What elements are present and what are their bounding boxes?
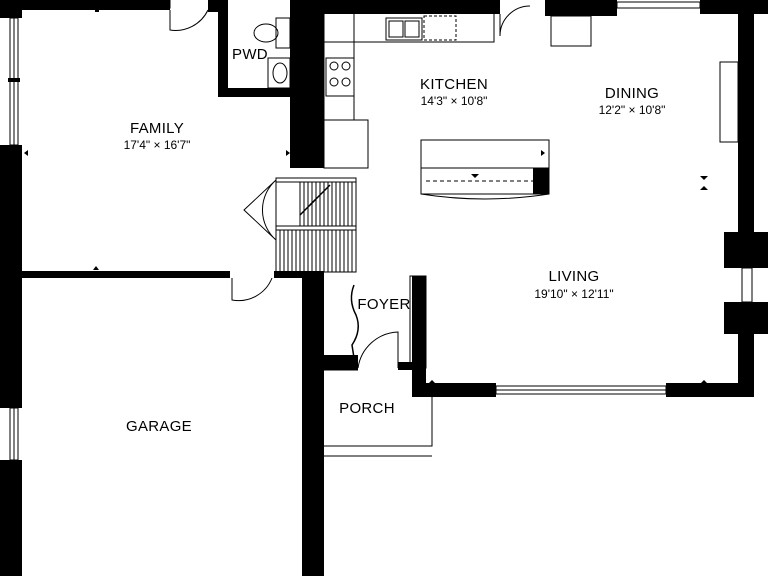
wall-foyer-stub [322,355,358,370]
dining-buffet [719,61,739,143]
pwd-toilet-tank [275,17,291,49]
range [325,57,355,97]
dimension-ticks [24,150,742,384]
stairs [275,177,357,273]
wall-central [290,0,324,168]
wall-right-bump-2 [724,302,768,334]
door-stair-closet [243,179,277,241]
wall-pwd-left [218,0,228,97]
wall-left-bottom [0,460,22,576]
wall-top-right [545,0,617,16]
door-kitchen-top [499,5,531,37]
wall-foyer-right [412,276,426,396]
wall-central-top [290,0,500,14]
kitchen-island [420,139,550,195]
door-family-top [169,9,209,31]
wall-left-mid [0,145,22,408]
fridge [323,119,369,169]
porch-outline [324,369,433,457]
pwd-toilet [253,23,279,43]
dishwasher [423,15,457,41]
windows [8,0,753,461]
wall-right-top [738,0,754,236]
wall-top-right-2 [700,0,768,14]
wall-pwd-bottom [218,88,298,97]
door-front [357,331,399,369]
wall-top-family [0,0,170,10]
dining-dimensions: 12'2" × 10'8" [599,103,666,117]
wall-bottom-living-right [666,383,754,397]
wall-family-garage-2 [274,271,324,278]
kitchen-sink [385,17,423,41]
wall-bottom-living-left [412,383,496,397]
dining-cabinet [550,15,592,47]
foyer-label: FOYER [357,296,410,313]
wall-right-low [738,330,754,396]
living-label: LIVING [549,268,600,285]
doors [169,5,531,369]
wall-family-garage [22,271,230,278]
kitchen-label: KITCHEN [420,76,488,93]
wall-foyer-stub-2 [398,362,418,370]
foyer-cabinet [409,275,427,369]
family-label: FAMILY [130,120,184,137]
living-dimensions: 19'10" × 12'11" [534,287,613,301]
wall-garage-right [302,271,324,576]
pwd-sink [267,57,291,89]
fixtures [253,14,739,457]
garage-label: GARAGE [126,418,192,435]
door-family-garage [231,277,273,302]
dining-label: DINING [605,85,659,102]
family-dimensions: 17'4" × 16'7" [124,138,191,152]
wall-right-bump [724,232,768,268]
foyer-curtain [350,284,359,359]
kitchen-dimensions: 14'3" × 10'8" [421,94,488,108]
porch-label: PORCH [339,400,395,417]
pwd-label: PWD [232,46,268,63]
